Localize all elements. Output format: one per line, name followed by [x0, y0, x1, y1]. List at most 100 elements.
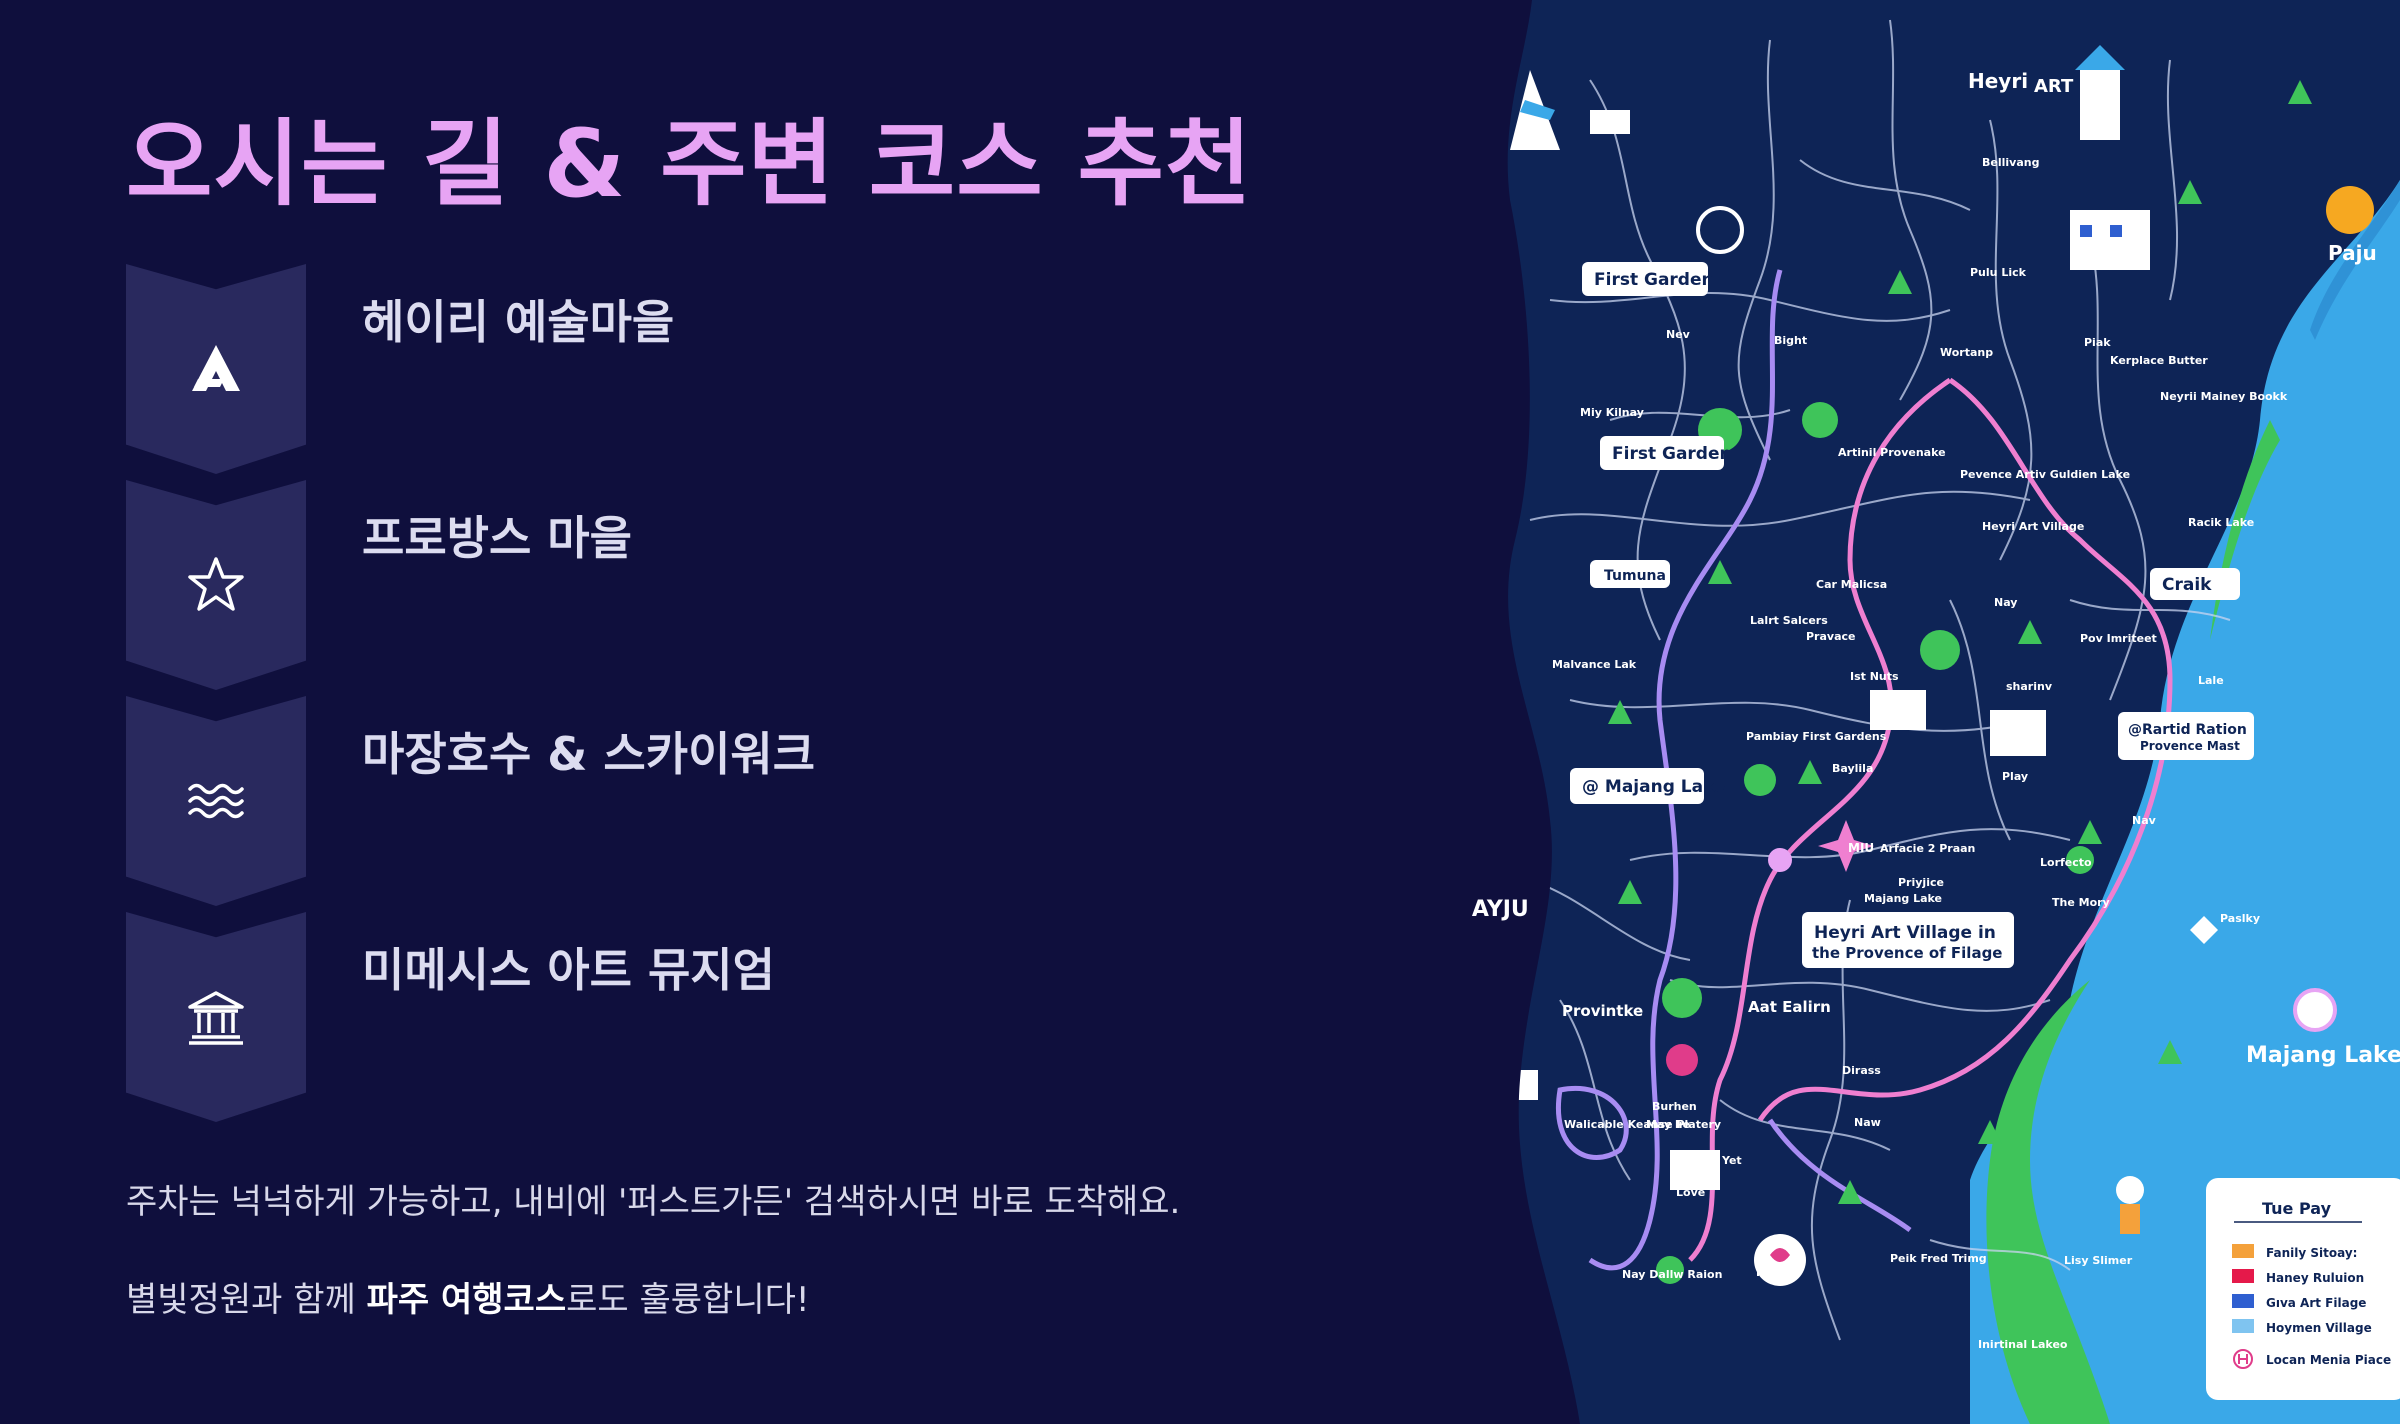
map-legend: Tue Pay Fanily Sitoay: Haney Ruluion Gıv…	[2206, 1178, 2400, 1400]
legend-swatch-orange	[2232, 1244, 2254, 1258]
label-small: Pevence Artiv Guldien Lake	[1960, 468, 2130, 481]
route-loop	[1556, 1086, 1629, 1160]
label-small: Bight	[1774, 334, 1807, 347]
label-small: Pravace	[1806, 630, 1855, 643]
art-triangle-icon	[126, 264, 306, 474]
label-aat-ealirn: Aat Ealirn	[1748, 998, 1831, 1016]
label-mayju: MAYJU	[1470, 897, 1529, 922]
label-small: Lisy Slimer	[2064, 1254, 2133, 1267]
course-label: 헤이리 예술마을	[362, 295, 675, 349]
course-item-provence[interactable]: 프로방스 마을	[126, 480, 1376, 690]
label-small: Racik Lake	[2188, 516, 2254, 529]
label-small: Inirtinal Lakeo	[1978, 1338, 2068, 1351]
legend-item-label: Haney Ruluion	[2266, 1271, 2364, 1285]
label-small: The Mory	[2052, 896, 2110, 909]
route-pink-1	[1688, 377, 1952, 1262]
label-small: Nev	[1666, 328, 1691, 341]
label-small: Pambiay First Gardens	[1746, 730, 1887, 743]
label-paju: Paju	[2328, 241, 2377, 265]
label-small: Priyjice	[1898, 876, 1944, 889]
label-small: May lie	[1646, 1118, 1690, 1131]
label-small: Nav	[2132, 814, 2157, 827]
label-rartid-1: @Rartid Ration	[2128, 722, 2247, 738]
route-pink-2	[1757, 377, 2173, 1122]
label-rartid-2: Provence Mast	[2140, 739, 2240, 753]
legend-item-label: Fanily Sitoay:	[2266, 1246, 2357, 1260]
label-small: Pulu Lick	[1970, 266, 2027, 279]
map-label-boxes	[1570, 262, 2254, 968]
label-small: Piak	[2084, 336, 2111, 349]
route-purple-2	[1767, 1118, 1912, 1233]
legend-swatch-red	[2232, 1269, 2254, 1283]
label-heyri: Heyri	[1968, 69, 2028, 93]
label-heyri-village-1: Heyri Art Village in	[1814, 923, 1996, 943]
label-small: sharinv	[2006, 680, 2053, 693]
course-item-heyri[interactable]: 헤이리 예술마을	[126, 264, 1376, 474]
trip-info-pre: 별빛정원과 함께	[126, 1280, 367, 1320]
legend-item-label: Hoymen Village	[2266, 1321, 2372, 1335]
star-icon	[126, 480, 306, 690]
label-small: Play	[2002, 770, 2028, 783]
course-item-majang[interactable]: 마장호수 & 스카이워크	[126, 696, 1376, 906]
label-provintke: Provintke	[1562, 1002, 1643, 1020]
legend-item-label: Locan Menia Piace	[2266, 1353, 2391, 1367]
label-tumuna: Tumuna	[1604, 568, 1666, 584]
waves-icon	[126, 696, 306, 906]
label-small: Mayjuu	[1756, 1266, 1801, 1279]
label-small: Dirass	[1842, 1064, 1881, 1077]
label-small: Ist Nuts	[1850, 670, 1899, 683]
label-small: Heyri Art Village	[1982, 520, 2084, 533]
label-first-garden-1: First Garden	[1594, 270, 1714, 290]
course-label: 프로방스 마을	[362, 511, 632, 565]
hospital-icon	[2233, 1349, 2253, 1369]
label-small: Arfacie 2 Praan	[1880, 842, 1975, 855]
label-small: Nay Dallw Raion	[1622, 1268, 1722, 1281]
landmark-icons	[1507, 45, 2374, 1286]
page-title: 오시는 길 & 주변 코스 추천	[126, 110, 1253, 219]
river-bank	[2210, 420, 2280, 640]
label-small: Bellivang	[1982, 156, 2039, 169]
label-majang-lake: Majang Lake	[2246, 1043, 2400, 1068]
label-small: Naw	[1854, 1116, 1881, 1129]
course-label: 마장호수 & 스카이워크	[362, 727, 816, 781]
label-small: Baylila	[1832, 762, 1873, 775]
parking-info: 주차는 넉넉하게 가능하고, 내비에 '퍼스트가든' 검색하시면 바로 도착해요…	[126, 1182, 1181, 1222]
area-map[interactable]: Heyri ART First Garden First Garden Paju…	[1470, 0, 2400, 1424]
label-small: Majang Lake	[1864, 892, 1942, 905]
label-small: Lale	[2198, 674, 2224, 687]
course-label: 미메시스 아트 뮤지엄	[362, 943, 775, 997]
trip-info: 별빛정원과 함께 파주 여행코스로도 훌륭합니다!	[126, 1272, 810, 1321]
label-small: Neyrii Mainey Bookk	[2160, 390, 2288, 403]
legend-item-label: Gıva Art Filage	[2266, 1296, 2366, 1310]
trip-info-post: 로도 훌륭합니다!	[566, 1280, 810, 1320]
label-art: ART	[2034, 76, 2074, 97]
label-miu: MIU	[1848, 841, 1874, 855]
label-first-garden-2: First Garden	[1612, 444, 1732, 464]
label-majang-lake-tag: @ Majang Lake	[1582, 777, 1725, 797]
course-badge	[126, 480, 306, 690]
label-small: Artinil Provenake	[1838, 446, 1946, 459]
lake-water	[1970, 180, 2400, 1424]
museum-icon	[126, 912, 306, 1122]
label-craik: Craik	[2162, 575, 2212, 595]
label-small: Miy Kilnay	[1580, 406, 1644, 419]
river-edge	[2310, 180, 2400, 340]
legend-title: Tue Pay	[2262, 1199, 2332, 1218]
course-badge	[126, 912, 306, 1122]
label-small: Peik Fred Trimg	[1890, 1252, 1987, 1265]
label-small: Kerplace Butter	[2110, 354, 2208, 367]
label-small: Love	[1676, 1186, 1705, 1199]
label-small: Yet	[1721, 1154, 1742, 1167]
course-item-mimesis[interactable]: 미메시스 아트 뮤지엄	[126, 912, 1376, 1122]
label-small: Nay	[1994, 596, 2017, 609]
label-small: Lalrt Salcers	[1750, 614, 1828, 627]
legend-swatch-blue	[2232, 1294, 2254, 1308]
label-small: Pov Imriteet	[2080, 632, 2157, 645]
label-small: Wortanp	[1940, 346, 1993, 359]
label-small: Car Malicsa	[1816, 578, 1887, 591]
label-small: Walicable Keanse Platery	[1564, 1118, 1721, 1131]
label-small: Lorfecto	[2040, 856, 2092, 869]
label-small: Burhen	[1652, 1100, 1697, 1113]
legend-swatch-lightblue	[2232, 1319, 2254, 1333]
map-small-labels: Bellivang Pulu Lick Nev Bight Wortanp Pi…	[1552, 156, 2288, 1351]
